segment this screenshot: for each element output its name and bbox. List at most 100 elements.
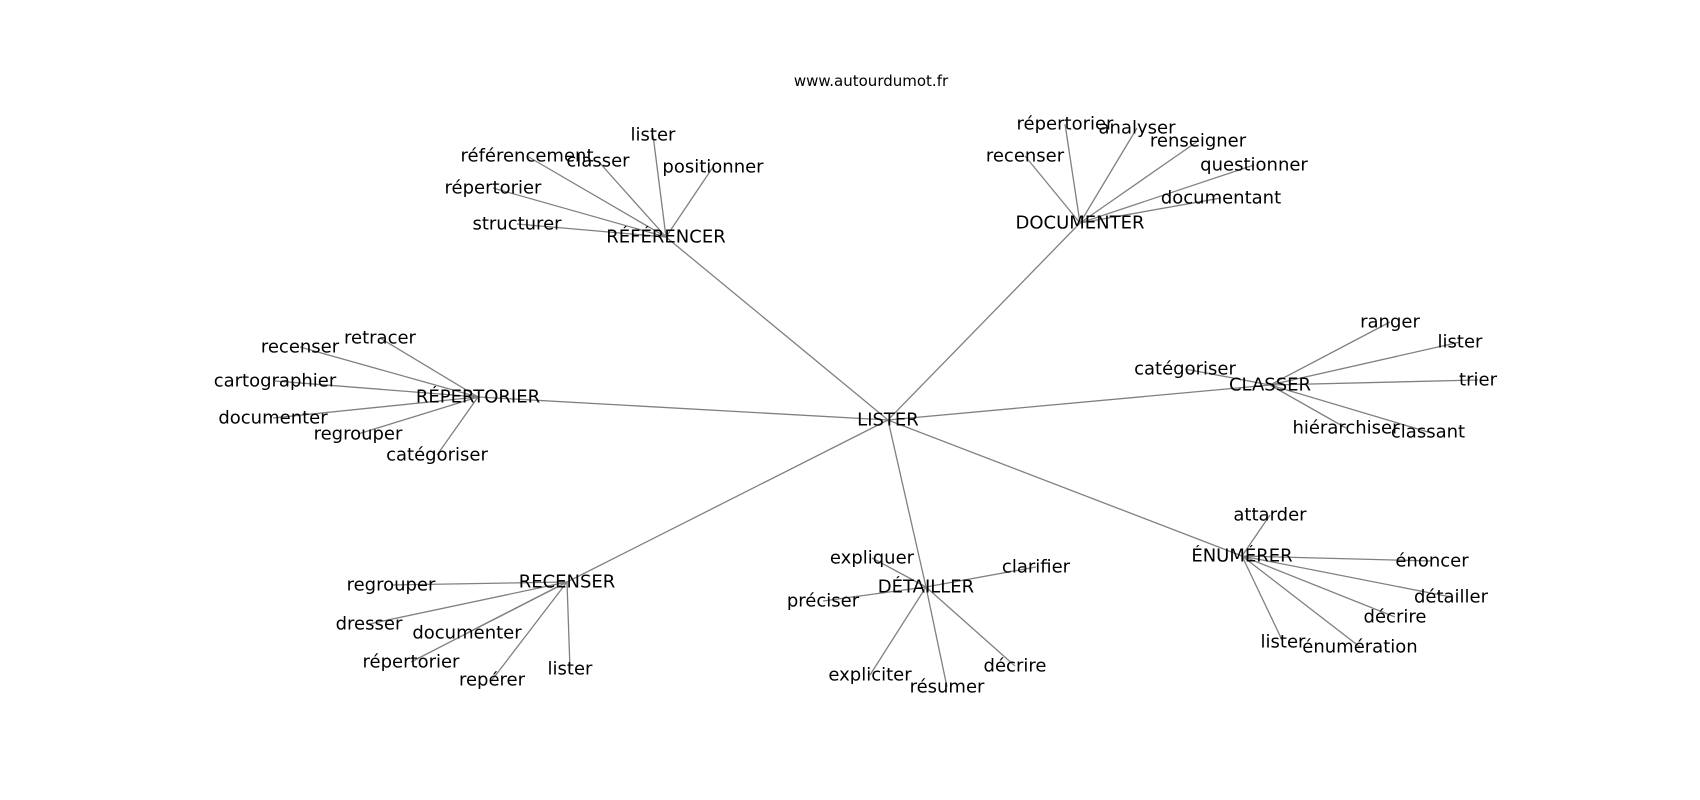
edge-cluster-4-leaf-4: [491, 581, 568, 681]
leaf-node-label: expliquer: [830, 548, 915, 569]
cluster-node-label: DOCUMENTER: [1015, 213, 1144, 234]
edge-root-cluster-6: [887, 419, 1243, 557]
edge-cluster-0-leaf-2: [526, 155, 667, 238]
graph-edges: [272, 123, 1479, 688]
leaf-node-label: énoncer: [1395, 551, 1469, 572]
edge-cluster-2-leaf-3: [272, 396, 479, 419]
edge-cluster-0-leaf-1: [597, 160, 667, 238]
leaf-node-label: référencement: [460, 146, 593, 167]
edge-cluster-3-leaf-4: [1269, 384, 1347, 429]
edge-cluster-3-leaf-5: [1269, 384, 1429, 433]
leaf-node-label: retracer: [344, 328, 417, 349]
edge-cluster-0-leaf-0: [652, 134, 667, 238]
cluster-node-label: RECENSER: [519, 572, 616, 593]
edge-root-cluster-4: [566, 419, 889, 583]
leaf-node-label: répertorier: [1017, 114, 1115, 135]
leaf-node-label: détailler: [1414, 587, 1489, 608]
leaf-node-label: recenser: [261, 337, 340, 358]
edge-cluster-2-leaf-4: [357, 396, 479, 435]
edge-cluster-6-leaf-5: [1241, 555, 1361, 648]
leaf-node-label: classant: [1391, 422, 1465, 443]
edge-cluster-0-leaf-3: [665, 166, 714, 238]
leaf-node-label: recenser: [986, 146, 1065, 167]
edge-cluster-1-leaf-2: [1024, 155, 1081, 224]
edge-cluster-1-leaf-4: [1079, 164, 1255, 224]
leaf-node-label: documenter: [412, 623, 522, 644]
edge-cluster-6-leaf-4: [1241, 555, 1284, 643]
edge-root-cluster-0: [665, 236, 889, 421]
leaf-node-label: trier: [1459, 370, 1498, 391]
edge-cluster-1-leaf-0: [1064, 123, 1081, 224]
edge-cluster-6-leaf-0: [1241, 514, 1271, 557]
edge-cluster-5-leaf-5: [925, 586, 1016, 667]
leaf-node-label: lister: [548, 659, 594, 680]
leaf-node-label: hiérarchiser: [1292, 418, 1400, 439]
edge-cluster-5-leaf-3: [869, 586, 927, 676]
edge-cluster-5-leaf-4: [925, 586, 948, 688]
leaf-node-label: repérer: [459, 670, 526, 691]
leaf-node-label: regrouper: [347, 575, 436, 596]
leaf-node-label: lister: [1438, 332, 1484, 353]
edge-cluster-1-leaf-5: [1079, 197, 1222, 224]
edge-cluster-2-leaf-2: [274, 380, 479, 398]
edge-cluster-3-leaf-0: [1269, 321, 1391, 386]
edge-cluster-5-leaf-0: [871, 557, 927, 588]
cluster-node-label: RÉFÉRENCER: [606, 226, 725, 248]
cluster-node-label: ÉNUMÉRER: [1191, 545, 1292, 567]
leaf-node-label: questionner: [1200, 155, 1308, 176]
edge-cluster-6-leaf-1: [1241, 555, 1433, 562]
leaf-node-label: clarifier: [1002, 557, 1071, 578]
cluster-node-label: DÉTAILLER: [878, 576, 974, 598]
leaf-node-label: catégoriser: [386, 445, 488, 466]
leaf-node-label: positionner: [662, 157, 764, 178]
edge-root-cluster-3: [887, 384, 1271, 421]
graph-labels: LISTERRÉFÉRENCERlisterclasserréférenceme…: [214, 114, 1498, 698]
edge-cluster-4-leaf-1: [368, 581, 568, 625]
leaf-node-label: répertorier: [445, 178, 543, 199]
leaf-node-label: classer: [566, 151, 630, 172]
leaf-node-label: répertorier: [363, 652, 461, 673]
edge-cluster-5-leaf-1: [925, 566, 1037, 588]
edge-cluster-3-leaf-1: [1269, 341, 1461, 386]
edge-cluster-1-leaf-3: [1079, 140, 1199, 224]
cluster-node-label: CLASSER: [1229, 375, 1311, 396]
edge-root-cluster-1: [887, 222, 1081, 421]
edge-cluster-4-leaf-0: [390, 581, 568, 586]
leaf-node-label: cartographier: [214, 371, 337, 392]
leaf-node-label: expliciter: [828, 665, 912, 686]
edge-cluster-0-leaf-5: [516, 223, 667, 238]
leaf-node-label: ranger: [1360, 312, 1420, 333]
edge-root-cluster-2: [477, 396, 889, 421]
edge-cluster-0-leaf-4: [492, 187, 667, 238]
edge-cluster-2-leaf-0: [379, 337, 479, 398]
leaf-node-label: énumération: [1302, 637, 1417, 658]
leaf-node-label: structurer: [472, 214, 562, 235]
leaf-node-label: regrouper: [314, 424, 403, 445]
leaf-node-label: lister: [631, 125, 677, 146]
leaf-node-label: décrire: [1364, 607, 1427, 628]
edge-cluster-2-leaf-1: [299, 346, 479, 398]
leaf-node-label: catégoriser: [1134, 359, 1236, 380]
leaf-node-label: préciser: [787, 591, 860, 612]
edge-cluster-4-leaf-5: [566, 581, 571, 670]
edge-cluster-5-leaf-2: [822, 586, 927, 602]
edge-cluster-6-leaf-2: [1241, 555, 1452, 598]
leaf-node-label: renseigner: [1150, 131, 1247, 152]
leaf-node-label: résumer: [910, 677, 985, 698]
edge-cluster-4-leaf-3: [410, 581, 568, 663]
edge-cluster-2-leaf-5: [436, 396, 479, 456]
edge-cluster-6-leaf-3: [1241, 555, 1396, 618]
cluster-node-label: RÉPERTORIER: [416, 386, 540, 408]
leaf-node-label: lister: [1261, 632, 1307, 653]
edge-cluster-1-leaf-1: [1079, 127, 1138, 224]
leaf-node-label: attarder: [1233, 505, 1307, 526]
leaf-node-label: documentant: [1161, 188, 1281, 209]
leaf-node-label: analyser: [1099, 118, 1177, 139]
leaf-node-label: dresser: [336, 614, 403, 635]
edge-root-cluster-5: [887, 419, 927, 588]
leaf-node-label: documenter: [218, 408, 328, 429]
leaf-node-label: décrire: [984, 656, 1047, 677]
root-node-label: LISTER: [857, 410, 919, 431]
